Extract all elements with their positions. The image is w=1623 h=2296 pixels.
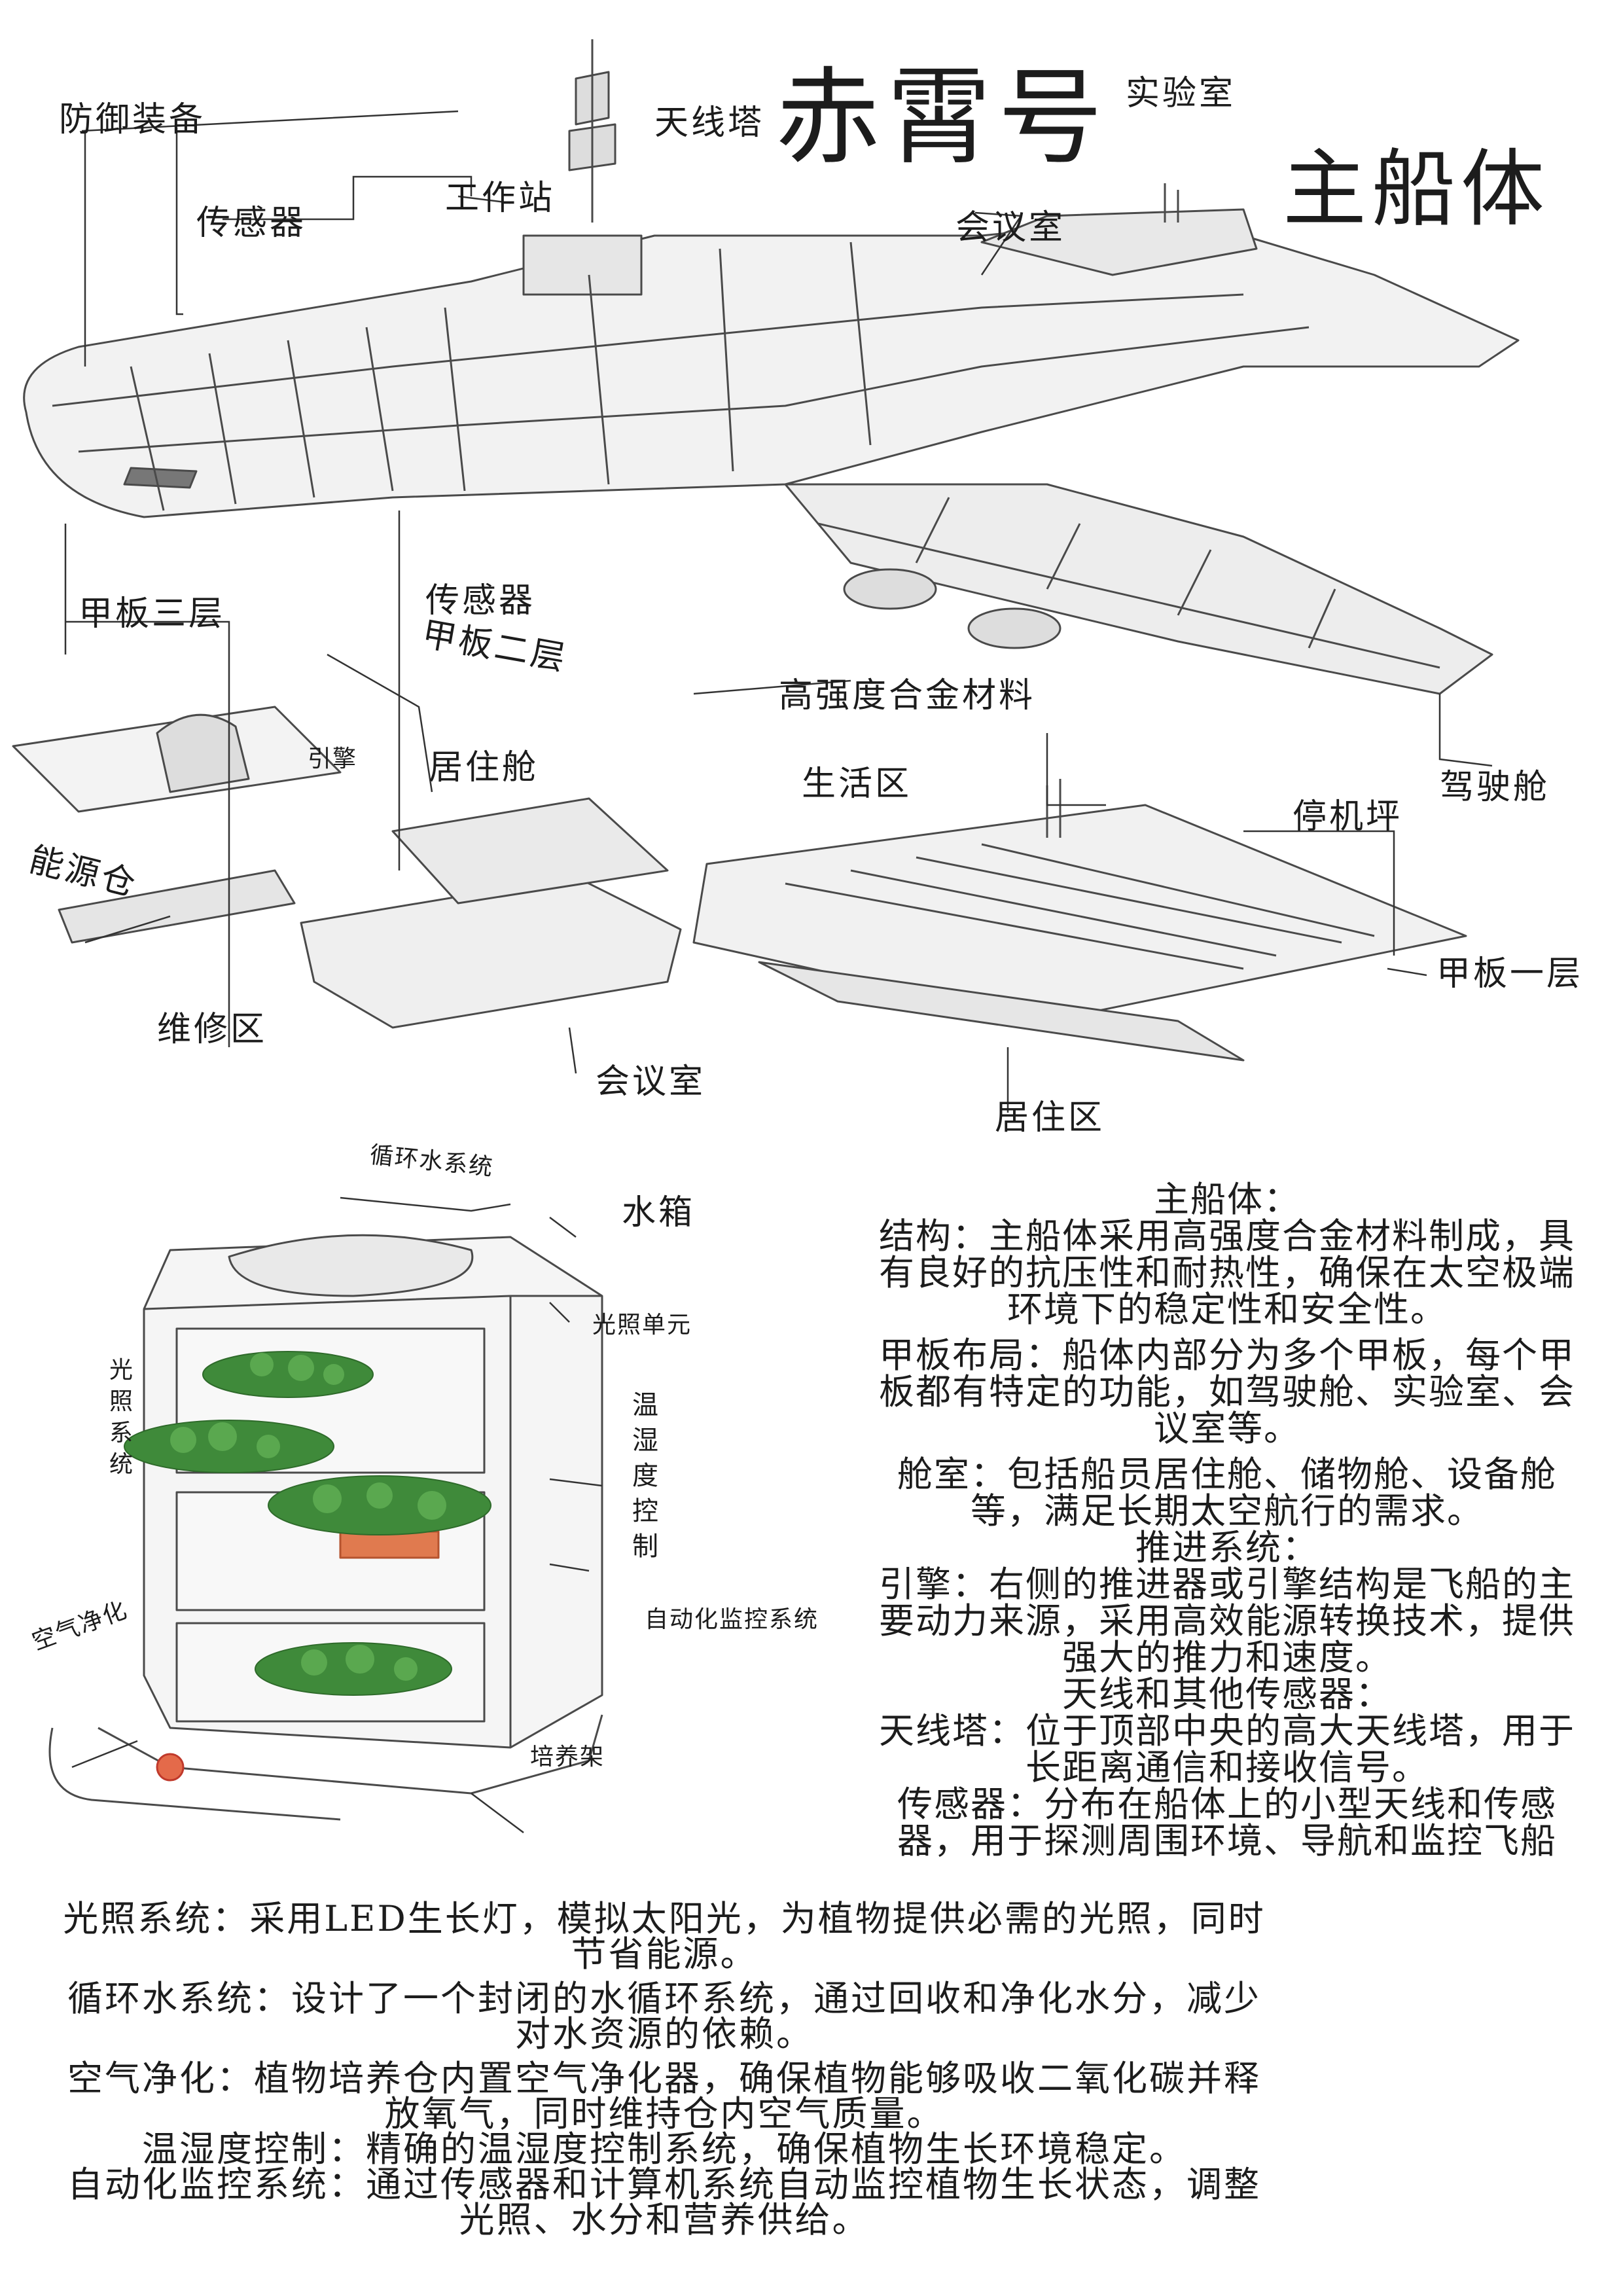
label-water-tank: 水箱 bbox=[622, 1193, 696, 1232]
label-meeting-room-bottom: 会议室 bbox=[596, 1062, 706, 1102]
label-living-cabin: 居住舱 bbox=[429, 748, 539, 787]
system-automation: 自动化监控系统：通过传感器和计算机系统自动监控植物生长状态，调整光照、水分和营养… bbox=[67, 2164, 1261, 2240]
label-temp-humidity: 温湿度控制 bbox=[632, 1390, 658, 1562]
ship-title: 赤霄号 bbox=[776, 56, 1110, 179]
label-alloy: 高强度合金材料 bbox=[779, 676, 1036, 715]
label-defense: 防御装备 bbox=[59, 100, 206, 139]
spec-antenna-tower: 天线塔：位于顶部中央的高大天线塔，用于长距离通信和接收信号。 bbox=[879, 1710, 1575, 1788]
label-light-system: 光照系统 bbox=[109, 1357, 133, 1478]
spec-heading-antenna: 天线和其他传感器： bbox=[1062, 1674, 1392, 1715]
spec-structure: 结构：主船体采用高强度合金材料制成，具有良好的抗压性和耐热性，确保在太空极端环境… bbox=[879, 1215, 1575, 1330]
label-engine: 引擎 bbox=[308, 745, 358, 772]
spec-sensors: 传感器：分布在船体上的小型天线和传感器，用于探测周围环境、导航和监控飞船 bbox=[897, 1784, 1557, 1861]
ship-spec-description: 主船体： 结构：主船体采用高强度合金材料制成，具有良好的抗压性和耐热性，确保在太… bbox=[870, 1181, 1584, 1859]
spec-deck-layout: 甲板布局：船体内部分为多个甲板，每个甲板都有特定的功能，如驾驶舱、实验室、会议室… bbox=[879, 1335, 1575, 1449]
label-cockpit: 驾驶舱 bbox=[1440, 768, 1550, 807]
label-deck-one: 甲板一层 bbox=[1436, 954, 1584, 994]
label-workstation: 工作站 bbox=[445, 179, 556, 218]
label-sensor-top: 传感器 bbox=[196, 204, 307, 243]
label-landing-pad: 停机坪 bbox=[1293, 797, 1403, 836]
spec-heading-hull: 主船体： bbox=[1154, 1179, 1300, 1220]
spec-heading-propulsion: 推进系统： bbox=[1135, 1527, 1319, 1568]
label-light-unit: 光照单元 bbox=[592, 1312, 692, 1338]
spaceship-cutaway-illustration bbox=[12, 39, 1520, 1113]
planter-system-description: 光照系统：采用LED生长灯，模拟太阳光，为植物提供必需的光照，同时节省能源。 循… bbox=[59, 1901, 1270, 2238]
label-residential-area: 居住区 bbox=[995, 1098, 1105, 1138]
system-water-cycle: 循环水系统：设计了一个封闭的水循环系统，通过回收和净化水分，减少对水资源的依赖。 bbox=[67, 1978, 1261, 2054]
ship-subtitle: 主船体 bbox=[1283, 141, 1550, 238]
system-air-purify: 空气净化：植物培养仓内置空气净化器，确保植物能够吸收二氧化碳并释放氧气，同时维持… bbox=[67, 2058, 1261, 2134]
system-temp-humidity: 温湿度控制：精确的温湿度控制系统，确保植物生长环境稳定。 bbox=[142, 2128, 1186, 2170]
label-antenna-tower: 天线塔 bbox=[654, 103, 765, 143]
system-lighting: 光照系统：采用LED生长灯，模拟太阳光，为植物提供必需的光照，同时节省能源。 bbox=[63, 1898, 1266, 1975]
label-laboratory: 实验室 bbox=[1126, 74, 1236, 113]
spec-engine: 引擎：右侧的推进器或引擎结构是飞船的主要动力来源，采用高效能源转换技术，提供强大… bbox=[879, 1564, 1575, 1678]
label-sensor-mid: 传感器 bbox=[425, 581, 536, 620]
label-rack: 培养架 bbox=[530, 1744, 605, 1770]
label-living-area: 生活区 bbox=[802, 764, 912, 804]
label-meeting-room-top: 会议室 bbox=[955, 208, 1066, 247]
label-automation: 自动化监控系统 bbox=[645, 1606, 819, 1633]
spec-cabins: 舱室：包括船员居住舱、储物舱、设备舱等，满足长期太空航行的需求。 bbox=[897, 1454, 1557, 1532]
plant-cultivation-chamber-illustration bbox=[48, 1196, 603, 1833]
label-deck-three: 甲板三层 bbox=[79, 594, 226, 634]
label-maintenance: 维修区 bbox=[157, 1010, 268, 1049]
